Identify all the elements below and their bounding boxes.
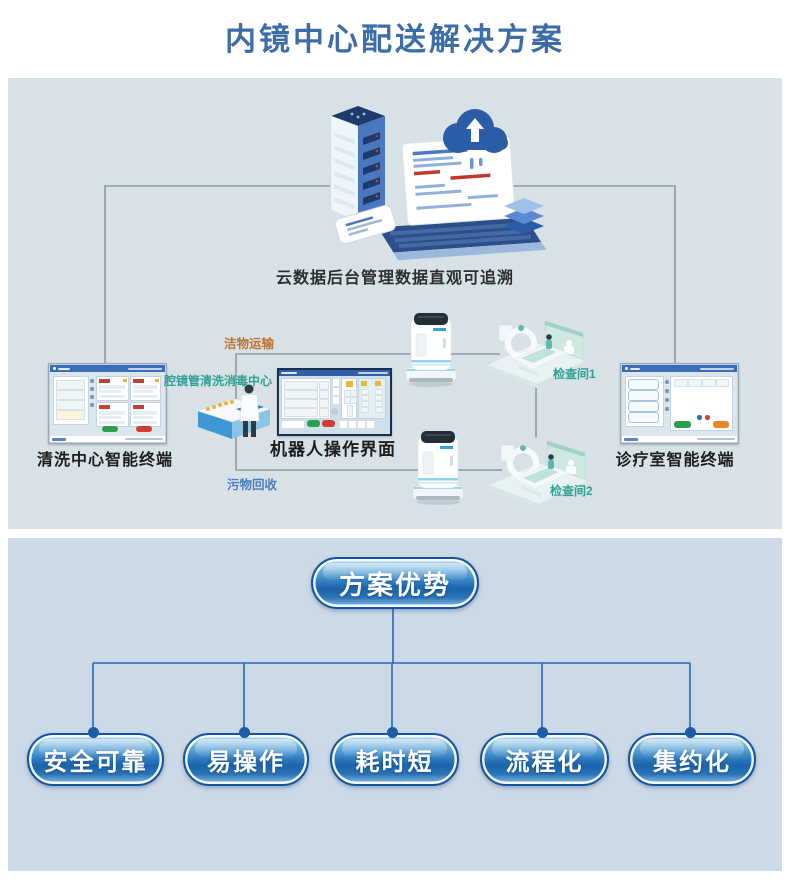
delivery-robot-1	[405, 313, 457, 387]
dirty-route-label: 污物回收	[227, 478, 278, 492]
robot-ui-screen	[277, 368, 392, 436]
advantage-pill-easy: 易操作	[183, 733, 309, 786]
wash-station-illustration	[197, 384, 271, 439]
data-stack-icon	[504, 198, 544, 234]
cloud-server-illustration	[330, 106, 547, 261]
delivery-robot-2	[412, 431, 464, 505]
exam-room-1	[486, 320, 587, 388]
page-title: 内镜中心配送解决方案	[225, 22, 565, 57]
clean-terminal-label: 清洗中心智能终端	[36, 452, 173, 469]
advantage-pill-fast: 耗时短	[330, 733, 459, 786]
advantage-pill-intensive: 集约化	[628, 733, 756, 786]
solution-advantages-pill: 方案优势	[311, 557, 479, 609]
tree-dot	[536, 727, 548, 738]
mini-red-button	[136, 426, 152, 432]
exam-room-2-label: 检查间2	[550, 484, 593, 498]
server-icon	[330, 106, 385, 223]
mini-header	[50, 365, 165, 372]
phone-icon	[334, 204, 396, 245]
cloud-upload-icon	[443, 109, 508, 169]
tree-dot	[386, 727, 398, 738]
mini-orange-button	[713, 421, 729, 428]
clean-terminal-screen	[48, 363, 167, 444]
exam-room-1-label: 检查间1	[553, 367, 596, 381]
cloud-caption: 云数据后台管理数据直观可追溯	[275, 270, 514, 287]
advantage-pill-safe: 安全可靠	[27, 733, 164, 786]
clinic-terminal-screen	[620, 363, 739, 444]
robot-ui-label: 机器人操作界面	[270, 440, 396, 459]
mini-green-button	[307, 420, 320, 427]
tree-dot	[684, 727, 696, 738]
advantage-pill-process: 流程化	[480, 733, 609, 786]
mini-red-button	[322, 420, 335, 427]
advantage-tree-lines	[92, 605, 691, 733]
mini-green-button	[674, 421, 691, 428]
clinic-terminal-label: 诊疗室智能终端	[615, 452, 735, 469]
clean-route-label: 洁物运输	[224, 337, 275, 351]
disinfect-center-label: 腔镜管清洗消毒中心	[163, 374, 272, 388]
tree-dot	[238, 727, 250, 738]
exam-room-2	[488, 440, 589, 508]
top-panel: 云数据后台管理数据直观可追溯	[8, 78, 782, 529]
bottom-panel: 方案优势 安全可靠 易操作 耗时短 流程化 集约化	[8, 538, 782, 871]
mini-green-button	[102, 426, 118, 432]
tree-dot	[87, 727, 99, 738]
mini-header	[622, 365, 737, 372]
